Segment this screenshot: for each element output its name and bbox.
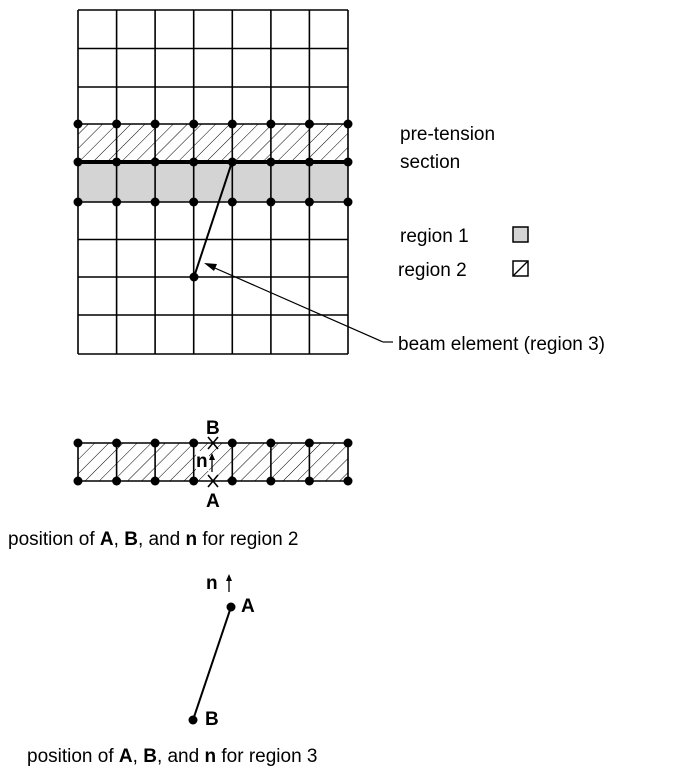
normal-n-arrowhead: [209, 453, 215, 460]
region2-strip-nodes: [73, 438, 353, 486]
mesh-node: [73, 119, 83, 129]
strip-node: [112, 438, 122, 448]
point-b-label-region2: B: [206, 418, 220, 439]
strip-node: [150, 438, 160, 448]
strip-node: [304, 438, 314, 448]
region3-beam-line: [192, 606, 232, 721]
mesh-node: [112, 197, 122, 207]
mesh-node: [227, 157, 237, 167]
region1-legend-swatch: [512, 226, 529, 243]
normal-n-arrowhead-region3: [226, 574, 232, 581]
mesh-node: [150, 197, 160, 207]
mesh-node: [189, 157, 199, 167]
mesh-node: [304, 119, 314, 129]
n-arrow-backdrop: [196, 451, 209, 471]
strip-node: [150, 476, 160, 486]
mesh-node: [73, 197, 83, 207]
mesh-node: [343, 119, 353, 129]
strip-node: [227, 438, 237, 448]
pretension-label-line1: pre-tension: [400, 124, 495, 145]
point-b-label-region3: B: [205, 709, 219, 730]
mesh-node: [112, 157, 122, 167]
beam-element-label: beam element (region 3): [398, 334, 605, 355]
mesh-node: [150, 119, 160, 129]
mesh-nodes: [73, 119, 353, 207]
mesh-node: [343, 157, 353, 167]
mesh-node: [112, 119, 122, 129]
beam-pointer-arrowhead: [204, 263, 217, 271]
strip-node: [73, 476, 83, 486]
point-b-node-region3: [188, 715, 198, 725]
strip-node: [266, 476, 276, 486]
region2-legend-hatch: [512, 260, 529, 277]
mesh-node: [73, 157, 83, 167]
mesh-node: [227, 119, 237, 129]
point-a-marker: [207, 474, 219, 488]
strip-node: [266, 438, 276, 448]
point-a-label-region2: A: [206, 491, 220, 512]
point-a-label-region3: A: [241, 596, 255, 617]
mesh-node: [343, 197, 353, 207]
mesh-node: [189, 197, 199, 207]
caption-region2: position of A, B, and n for region 2: [8, 529, 299, 550]
normal-n-label-region3: n: [206, 573, 218, 594]
strip-node: [343, 476, 353, 486]
strip-node: [73, 438, 83, 448]
mesh-node: [227, 197, 237, 207]
beam-element-line: [193, 161, 233, 278]
region2-detail-fill: [78, 443, 348, 481]
region2-detail: B A n: [73, 418, 353, 512]
beam-pointer-line: [207, 264, 384, 343]
point-b-marker: [207, 436, 219, 450]
mesh-node: [266, 197, 276, 207]
region2-fill: [78, 124, 348, 162]
beam-end-node: [189, 272, 199, 282]
point-a-node-region3: [226, 602, 236, 612]
strip-node: [227, 476, 237, 486]
mesh-node: [304, 197, 314, 207]
strip-node: [189, 476, 199, 486]
main-mesh: [73, 9, 353, 355]
mesh-node: [150, 157, 160, 167]
region3-detail: A B n: [188, 573, 255, 730]
mesh-node: [304, 157, 314, 167]
region2-legend-label: region 2: [398, 260, 467, 281]
region1-legend-label: region 1: [400, 226, 469, 247]
strip-node: [304, 476, 314, 486]
normal-n-label-region2: n: [196, 451, 208, 472]
strip-node: [343, 438, 353, 448]
strip-node: [189, 438, 199, 448]
strip-node: [112, 476, 122, 486]
mesh-node: [189, 119, 199, 129]
pretension-label-line2: section: [400, 152, 460, 173]
mesh-node: [266, 157, 276, 167]
caption-region3: position of A, B, and n for region 3: [27, 746, 318, 767]
mesh-node: [266, 119, 276, 129]
region1-fill: [78, 162, 348, 202]
